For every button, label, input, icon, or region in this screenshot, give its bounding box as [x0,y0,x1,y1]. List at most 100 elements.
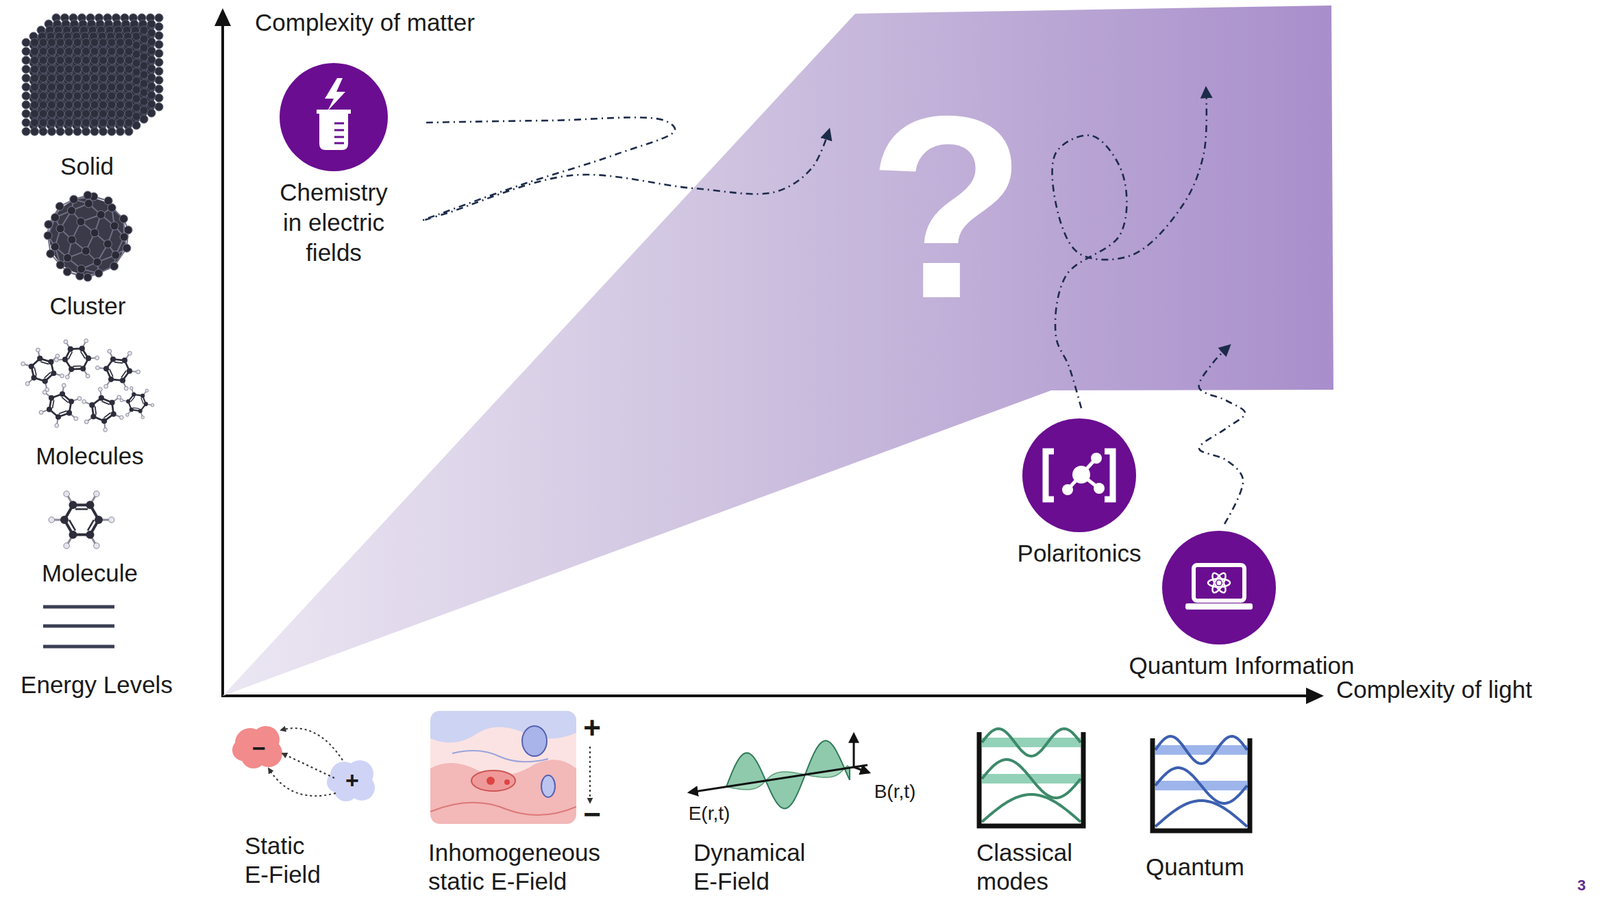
lattice-atom [56,118,65,127]
cluster-atom [43,231,53,240]
carbon-atom [69,500,78,510]
axis-title: Complexity of matter [254,8,543,38]
lattice-atom [47,65,57,74]
lattice-atom [147,73,156,82]
lattice-atom [139,97,149,106]
hydrogen-atom [85,374,90,379]
lattice-atom [116,109,125,118]
double-bond [44,372,51,379]
lattice-atom [107,127,116,136]
lattice-atom [99,118,108,127]
lattice-atom [132,50,141,59]
lattice-atom [90,118,99,127]
lattice-atom [21,38,31,47]
cluster-atom [81,246,90,255]
lattice-atom [30,100,40,109]
lattice-atom [82,91,91,101]
topic-node: Quantum Information [1104,531,1379,682]
lattice-atom [116,74,125,83]
lattice-atom [30,47,40,56]
carbon-atom [126,399,131,404]
hydrogen-atom [150,403,154,407]
lattice-atom [132,41,141,50]
lattice-atom [73,65,82,74]
lattice-atom [124,127,133,136]
lattice-atom [65,118,74,127]
light-label: Inhomogeneous static E-Field [428,838,621,897]
lattice-atom [47,74,57,83]
lattice-atom [147,82,156,91]
lattice-atom [56,100,65,109]
hydrogen-atom [119,415,125,421]
hydrogen-atom [65,375,70,380]
lattice-atom [47,127,57,136]
lattice-atom [147,108,156,118]
icon-circle [279,63,388,172]
lattice-atom [154,76,164,85]
lattice-atom [30,82,40,92]
hydrogen-atom [107,349,112,354]
carbon-atom [66,410,72,416]
hydrogen-atom [39,410,44,415]
hydrogen-atom [119,398,123,402]
cluster-atom [55,202,64,211]
lattice-atom [65,74,74,83]
mode-band [1155,745,1248,756]
hydrogen-atom [130,387,133,390]
lattice-atom [124,38,133,47]
lattice-atom [82,100,91,109]
double-bond [132,407,140,409]
lattice-atom [154,31,164,40]
lattice-atom [56,82,65,92]
lattice-atom [65,91,74,101]
lattice-atom [124,56,133,65]
lattice-atom [90,74,99,83]
lattice-atom [107,38,116,47]
cluster-atom [50,242,59,251]
cluster-atom [51,213,60,223]
carbon-atom [60,515,69,525]
lattice-atom [73,82,82,92]
hydrogen-atom [21,361,26,366]
lattice-atom [47,82,57,92]
node-label: Chemistry in electric fields [272,177,396,268]
lattice-atom [116,127,125,136]
lattice-atom [124,74,133,83]
lattice-atom [124,47,133,56]
lattice-atom [73,118,82,127]
lattice-atom [147,19,156,29]
lattice-atom [56,74,65,83]
cluster-atom [93,258,102,267]
lattice-atom [147,91,156,100]
lattice-atom [107,82,116,92]
lattice-atom [147,55,156,64]
dashed-arrow [1199,346,1246,525]
lattice-atom [47,118,57,127]
lattice-atom [82,109,91,118]
lattice-atom [21,91,31,101]
lattice-atom [82,65,91,74]
page-number: 3 [1577,877,1596,895]
lattice-atom [65,100,74,109]
double-bond [52,400,54,409]
carbon-atom [98,395,105,401]
double-bond [95,406,97,415]
lattice-atom [82,56,91,65]
lattice-atom [47,56,57,65]
hydrogen-atom [61,383,66,388]
carbon-atom [138,409,143,414]
lattice-atom [99,38,108,47]
classical-modes-figure [979,729,1084,827]
lattice-atom [124,65,133,74]
lattice-atom [21,127,31,136]
lattice-atom [107,47,116,56]
quantum-modes-figure [1152,736,1250,832]
molecules-group [21,339,155,433]
icon-disc [279,63,388,172]
hydrogen-atom [124,386,129,391]
carbon-atom [101,418,107,425]
cluster-atom [69,195,79,204]
icon-glyph [1045,451,1113,500]
cluster-atom [110,262,119,271]
